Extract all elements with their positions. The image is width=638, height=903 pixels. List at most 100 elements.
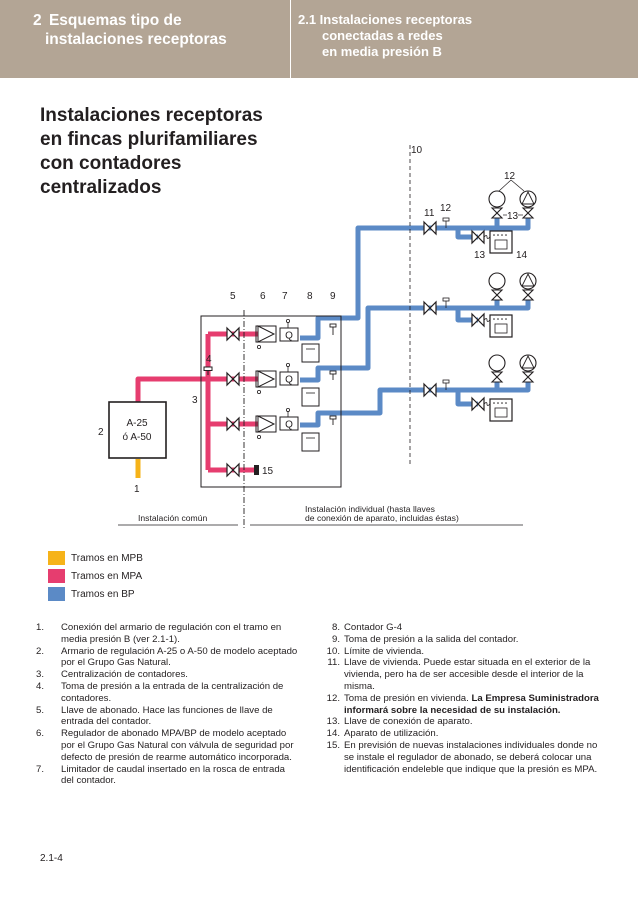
label-10: 10	[411, 145, 423, 156]
page-title-line4: centralizados	[40, 177, 162, 198]
legend-label-bp: Tramos en BP	[71, 588, 135, 600]
label-3: 3	[192, 395, 198, 406]
legend-item-bp: Tramos en BP	[48, 585, 143, 603]
section-title-line2: conectadas a redes	[322, 28, 443, 43]
note-number: 3.	[36, 669, 45, 681]
dwelling-2	[423, 272, 537, 338]
label-4: 4	[206, 354, 212, 365]
note-item: 12. Toma de presión en vivienda. La Empre…	[318, 693, 608, 717]
regulation-cabinet	[108, 401, 167, 459]
note-text: Llave de conexión de aparato.	[344, 716, 473, 728]
note-number: 12.	[326, 692, 340, 704]
note-text: Regulador de abonado MPA/BP de modelo ac…	[61, 728, 294, 763]
section-common-label: Instalación común	[138, 513, 207, 523]
subscriber-row-3: Q	[226, 407, 337, 452]
label-13a: 13	[507, 211, 519, 222]
cabinet-label-line1: A-25	[126, 418, 148, 429]
chapter-title-line2: instalaciones receptoras	[45, 31, 227, 48]
chapter-title-line1: Esquemas tipo de	[48, 12, 182, 29]
meter-letter-2: Q	[285, 375, 293, 386]
note-number: 5.	[36, 704, 45, 716]
page-header: 2 Esquemas tipo de instalaciones recepto…	[0, 0, 638, 78]
note-number: 8.	[331, 622, 340, 633]
note-number: 15.	[326, 739, 340, 751]
note-text-plain: Toma de presión en vivienda.	[344, 692, 469, 704]
label-9: 9	[330, 291, 336, 302]
leader-lines	[498, 179, 525, 216]
meter-centralization-box	[200, 315, 342, 488]
note-text: Toma de presión en vivienda. La Empresa …	[344, 693, 608, 717]
label-8: 8	[307, 291, 313, 302]
note-text: Centralización de contadores.	[61, 669, 188, 681]
note-number: 11.	[327, 657, 340, 669]
legend-item-mpa: Tramos en MPA	[48, 567, 143, 585]
label-2: 2	[98, 427, 104, 438]
note-number: 13.	[326, 716, 340, 728]
note-text: Límite de vivienda.	[344, 645, 424, 657]
notes-right: 8. Contador G-4 9. Toma de presión a la sa…	[318, 622, 608, 775]
note-item: 15. En previsión de nuevas instalaciones …	[318, 740, 608, 775]
label-12b: 12	[504, 171, 516, 182]
meter-letter-3: Q	[285, 420, 293, 431]
note-text: Contador G-4	[344, 622, 403, 633]
note-item: 8. Contador G-4	[318, 622, 608, 634]
note-item: 7. Limitador de caudal insertado en la ro…	[36, 764, 298, 788]
subscriber-row-2: Q	[226, 362, 337, 407]
dwelling-1	[423, 190, 537, 254]
legend-label-mpb: Tramos en MPB	[71, 552, 143, 564]
cabinet-label-line2: ó A-50	[123, 432, 152, 443]
pipe-legend: Tramos en MPB Tramos en MPA Tramos en BP	[48, 549, 143, 603]
note-item: 3. Centralización de contadores.	[36, 669, 298, 681]
label-11: 11	[424, 208, 435, 219]
note-number: 1.	[36, 622, 45, 633]
section-title-line1: 2.1 Instalaciones receptoras	[298, 12, 473, 27]
page-number: 2.1-4	[40, 853, 63, 864]
note-item: 14. Aparato de utilización.	[318, 728, 608, 740]
label-12a: 12	[440, 203, 452, 214]
legend-swatch-mpa	[48, 569, 65, 583]
subscriber-row-1: Q	[226, 318, 337, 363]
section-title: 2.1 Instalaciones receptoras conectadas …	[298, 12, 618, 60]
meter-letter-1: Q	[285, 331, 293, 342]
page-title-line1: Instalaciones receptoras	[40, 105, 263, 126]
note-item: 11.Llave de vivienda. Puede estar situad…	[318, 657, 608, 692]
label-6: 6	[260, 291, 266, 302]
note-item: 1. Conexión del armario de regulación con…	[36, 622, 298, 646]
dwelling-3	[423, 354, 537, 422]
chapter-title: 2 Esquemas tipo de instalaciones recepto…	[33, 11, 263, 49]
label-1: 1	[134, 484, 140, 495]
section-title-line3: en media presión B	[322, 44, 442, 59]
note-number: 14.	[326, 728, 340, 740]
page-title-line3: con contadores	[40, 153, 182, 174]
note-number: 10.	[326, 645, 340, 657]
label-7: 7	[282, 291, 288, 302]
section-individual-line1: Instalación individual (hasta llaves	[305, 504, 435, 514]
note-text: En previsión de nuevas instalaciones ind…	[344, 739, 598, 775]
page-title: Instalaciones receptoras en fincas pluri…	[40, 104, 300, 200]
gas-installation-diagram: A-25 ó A-50 Q Q	[98, 145, 537, 530]
bp-pipes	[300, 218, 531, 428]
note-text: Armario de regulación A-25 o A-50 de mod…	[61, 645, 298, 669]
note-text: Aparato de utilización.	[344, 728, 439, 740]
label-14: 14	[516, 250, 528, 261]
header-divider	[290, 0, 291, 78]
section-individual-line2: de conexión de aparato, incluidas éstas)	[305, 513, 459, 523]
subscriber-row-4-reserved	[226, 463, 259, 477]
legend-swatch-mpb	[48, 551, 65, 565]
note-text: Limitador de caudal insertado en la rosc…	[61, 763, 285, 787]
chapter-number: 2	[33, 12, 42, 29]
note-text: Toma de presión a la entrada de la centr…	[61, 680, 284, 704]
note-number: 2.	[36, 645, 45, 657]
note-text: Llave de abonado. Hace las funciones de …	[61, 704, 273, 728]
note-text: Toma de presión a la salida del contador…	[344, 633, 519, 645]
pressure-tap-4	[203, 366, 213, 375]
label-15: 15	[262, 466, 274, 477]
note-number: 6.	[36, 728, 45, 740]
note-number: 7.	[36, 763, 45, 775]
note-number: 9.	[331, 633, 340, 645]
note-text: Conexión del armario de regulación con e…	[61, 622, 282, 645]
note-item: 13. Llave de conexión de aparato.	[318, 716, 608, 728]
note-item: 2. Armario de regulación A-25 o A-50 de m…	[36, 646, 298, 670]
legend-label-mpa: Tramos en MPA	[71, 570, 143, 582]
notes-left: 1. Conexión del armario de regulación con…	[36, 622, 298, 787]
